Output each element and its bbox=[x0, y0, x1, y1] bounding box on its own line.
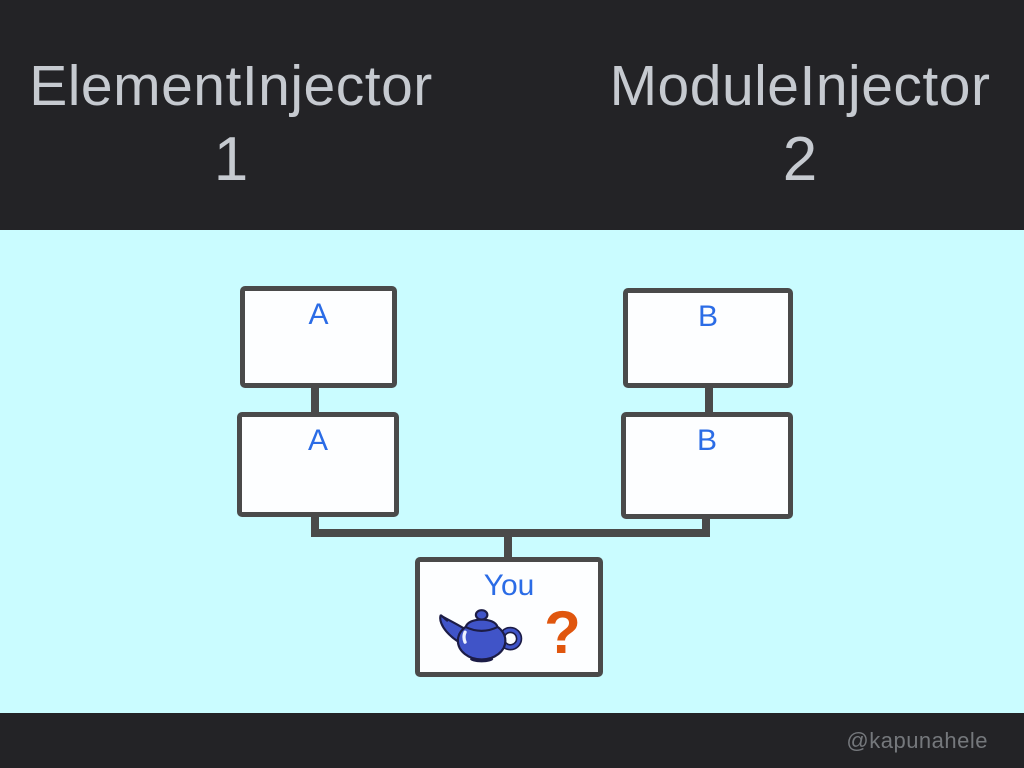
element-injector-number: 1 bbox=[213, 125, 249, 195]
connector-right-parent-child bbox=[705, 386, 713, 414]
node-right-parent: B bbox=[623, 288, 793, 388]
node-left-child-label: A bbox=[307, 424, 328, 457]
element-injector-block: ElementInjector 1 bbox=[0, 52, 462, 191]
connector-left-down bbox=[311, 513, 319, 537]
node-left-parent-label: A bbox=[308, 298, 329, 331]
node-you-label: You bbox=[483, 569, 535, 602]
module-injector-number: 2 bbox=[782, 125, 818, 195]
node-right-parent-label: B bbox=[697, 300, 718, 333]
node-left-parent: A bbox=[240, 286, 397, 388]
node-you: You bbox=[415, 557, 603, 677]
connector-left-parent-child bbox=[311, 386, 319, 414]
footer-handle: @kapunahele bbox=[846, 727, 988, 753]
question-mark: ? bbox=[544, 599, 581, 666]
node-right-child-label: B bbox=[696, 424, 717, 457]
module-injector-block: ModuleInjector 2 bbox=[576, 52, 1024, 191]
header-band: ElementInjector 1 ModuleInjector 2 bbox=[0, 0, 1024, 230]
node-right-child: B bbox=[621, 412, 793, 519]
module-injector-title: ModuleInjector bbox=[609, 54, 991, 118]
element-injector-title: ElementInjector bbox=[29, 54, 433, 118]
footer-band: @kapunahele bbox=[0, 713, 1024, 768]
node-left-child: A bbox=[237, 412, 399, 517]
connector-you-drop bbox=[504, 533, 512, 559]
you-content-row: ? bbox=[437, 599, 581, 666]
diagram-canvas: A A B B You bbox=[0, 230, 1024, 713]
connector-right-down bbox=[702, 515, 710, 537]
teapot-icon bbox=[439, 609, 523, 663]
